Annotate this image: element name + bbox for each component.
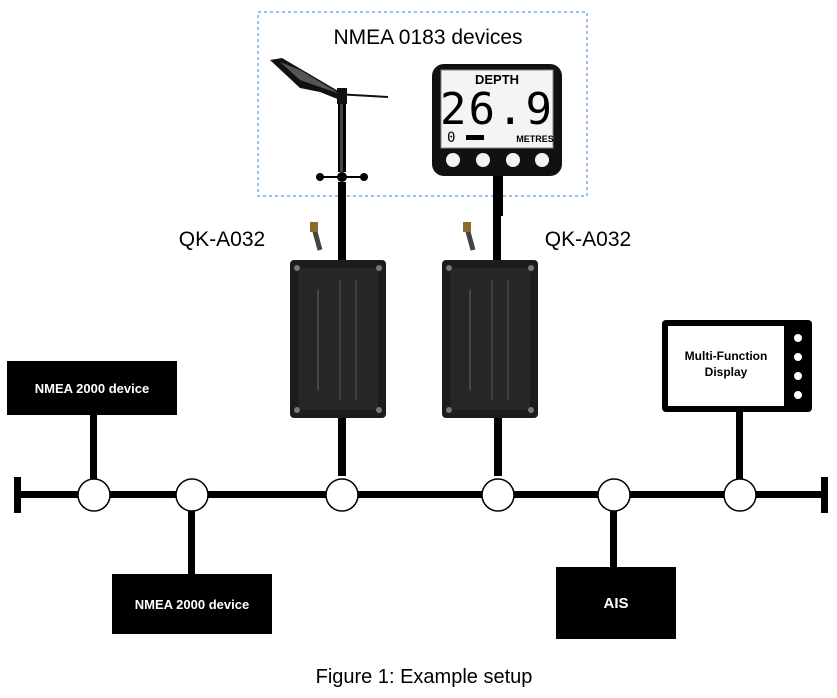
depth-bar-segment <box>466 135 484 140</box>
drop-cable-left-bottom <box>188 508 195 578</box>
nmea2000-device-top <box>7 361 177 415</box>
bus-terminator-right <box>821 477 828 513</box>
depth-header: DEPTH <box>475 72 519 87</box>
figure-caption: Figure 1: Example setup <box>316 666 533 688</box>
nmea2000-device-top-label: NMEA 2000 device <box>35 381 149 396</box>
nmea2000-device-bottom <box>112 574 272 634</box>
depth-value: 26.9 <box>440 84 554 135</box>
ais-device <box>556 567 676 639</box>
tee-node <box>597 478 631 512</box>
tee-node <box>77 478 111 512</box>
mfd-icon <box>662 320 812 412</box>
wind-sensor-icon <box>270 58 389 212</box>
tee-node <box>481 478 515 512</box>
converter-left-label: QK-A032 <box>179 228 265 251</box>
nmea0183-region <box>257 11 588 197</box>
nmea2000-device-bottom-label: NMEA 2000 device <box>135 597 249 612</box>
tee-node <box>723 478 757 512</box>
tee-node <box>175 478 209 512</box>
backbone-bus <box>18 491 826 498</box>
depth-indicator: 0 <box>447 130 455 146</box>
nmea0183-region-title: NMEA 0183 devices <box>333 26 522 49</box>
depth-units: METRES <box>516 134 554 144</box>
drop-cable-left-top <box>90 414 97 482</box>
drop-cable-ais <box>610 508 617 570</box>
converter-right-label: QK-A032 <box>545 228 631 251</box>
tee-node <box>325 478 359 512</box>
mfd-label-line1: Multi-Function <box>685 349 768 363</box>
converter-left-icon <box>290 212 386 476</box>
drop-cable-mfd <box>736 410 743 482</box>
depth-display-icon <box>432 64 562 216</box>
bus-terminator-left <box>14 477 21 513</box>
mfd-label-line2: Display <box>705 365 748 379</box>
converter-right-icon <box>442 212 538 476</box>
ais-label: AIS <box>603 595 628 612</box>
